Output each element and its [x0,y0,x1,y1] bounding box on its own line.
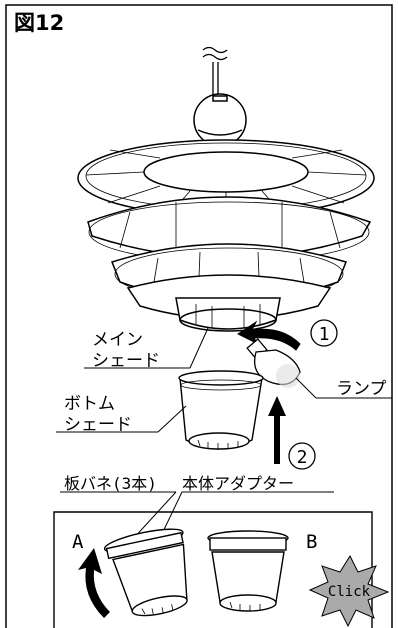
bottom-shade-label-line1: ボトム [64,394,115,414]
lamp-callout [295,377,392,399]
main-shade [77,139,375,332]
rotate-arrow-a [78,548,110,618]
click-label: Click [328,584,371,600]
leaf-spring-label: 板バネ(3本) [64,474,157,493]
main-shade-label-line1: メイン [92,330,143,350]
step2-arrow [268,396,286,464]
main-shade-callout [84,327,209,369]
step1-arrow [237,320,301,351]
bottom-shade-label-line2: シェード [64,415,132,435]
hanging-cord [202,46,228,98]
step2-badge [288,442,316,470]
state-b-label: B [306,531,317,553]
figure-title: 図12 [14,11,64,35]
lamp-label: ランプ [336,379,387,399]
step2-label: 2 [297,447,308,468]
socket-ball [193,93,247,147]
adapter-b [207,530,289,612]
adapter-a [103,528,188,617]
bottom-shade [178,370,264,450]
lamp-bulb [246,338,301,388]
step1-badge [310,319,338,347]
click-burst [308,554,390,628]
body-adapter-label: 本体アダプター [182,474,294,493]
step1-label: 1 [319,324,330,345]
bottom-shade-callout [56,405,187,433]
adapter-callouts [60,491,334,541]
state-a-label: A [72,531,84,553]
main-shade-label-line2: シェード [92,351,160,371]
figure-frame [5,4,393,628]
